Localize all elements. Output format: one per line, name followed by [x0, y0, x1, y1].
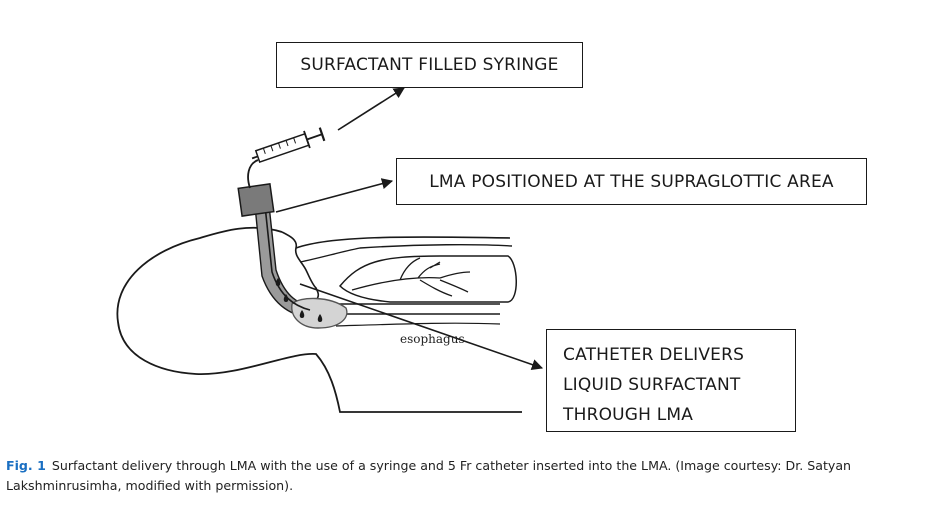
lung-outline [338, 255, 517, 303]
face-profile [281, 231, 320, 301]
lma-surfactant-diagram [116, 87, 544, 413]
arrow-to-catheter-label [299, 283, 544, 370]
neck-line [335, 322, 501, 327]
lma-connector [237, 183, 275, 217]
caption-text: Surfactant delivery through LMA with the… [6, 458, 852, 493]
head-outline [116, 226, 522, 413]
surfactant-drop-3 [299, 310, 305, 318]
surfactant-drop-1 [283, 294, 289, 302]
arrow-to-lma-label [275, 178, 394, 213]
catheter-label-line-3: THROUGH LMA [563, 405, 694, 425]
bronchial-tree [351, 257, 471, 297]
syringe-label: SURFACTANT FILLED SYRINGE [300, 55, 559, 75]
syringe-extension-line [247, 159, 259, 189]
lma-label-box: LMA POSITIONED AT THE SUPRAGLOTTIC AREA [396, 158, 867, 205]
syringe-label-box: SURFACTANT FILLED SYRINGE [276, 42, 583, 88]
surfactant-drop-4 [317, 314, 323, 322]
esophagus-label: esophagus [400, 332, 465, 346]
upper-airway [295, 236, 511, 249]
lma-label: LMA POSITIONED AT THE SUPRAGLOTTIC AREA [429, 171, 834, 192]
lma-cuff [291, 297, 348, 329]
pharynx-wall [299, 243, 513, 263]
arrow-to-syringe-label [337, 87, 405, 131]
caption-tag: Fig. 1 [6, 458, 46, 473]
catheter-label-line-1: CATHETER DELIVERS [563, 345, 745, 365]
catheter-label-line-2: LIQUID SURFACTANT [563, 375, 741, 395]
catheter [259, 185, 311, 311]
catheter-label-box: CATHETER DELIVERS LIQUID SURFACTANT THRO… [546, 329, 796, 432]
surfactant-drop-2 [275, 278, 281, 286]
syringe [251, 127, 326, 164]
